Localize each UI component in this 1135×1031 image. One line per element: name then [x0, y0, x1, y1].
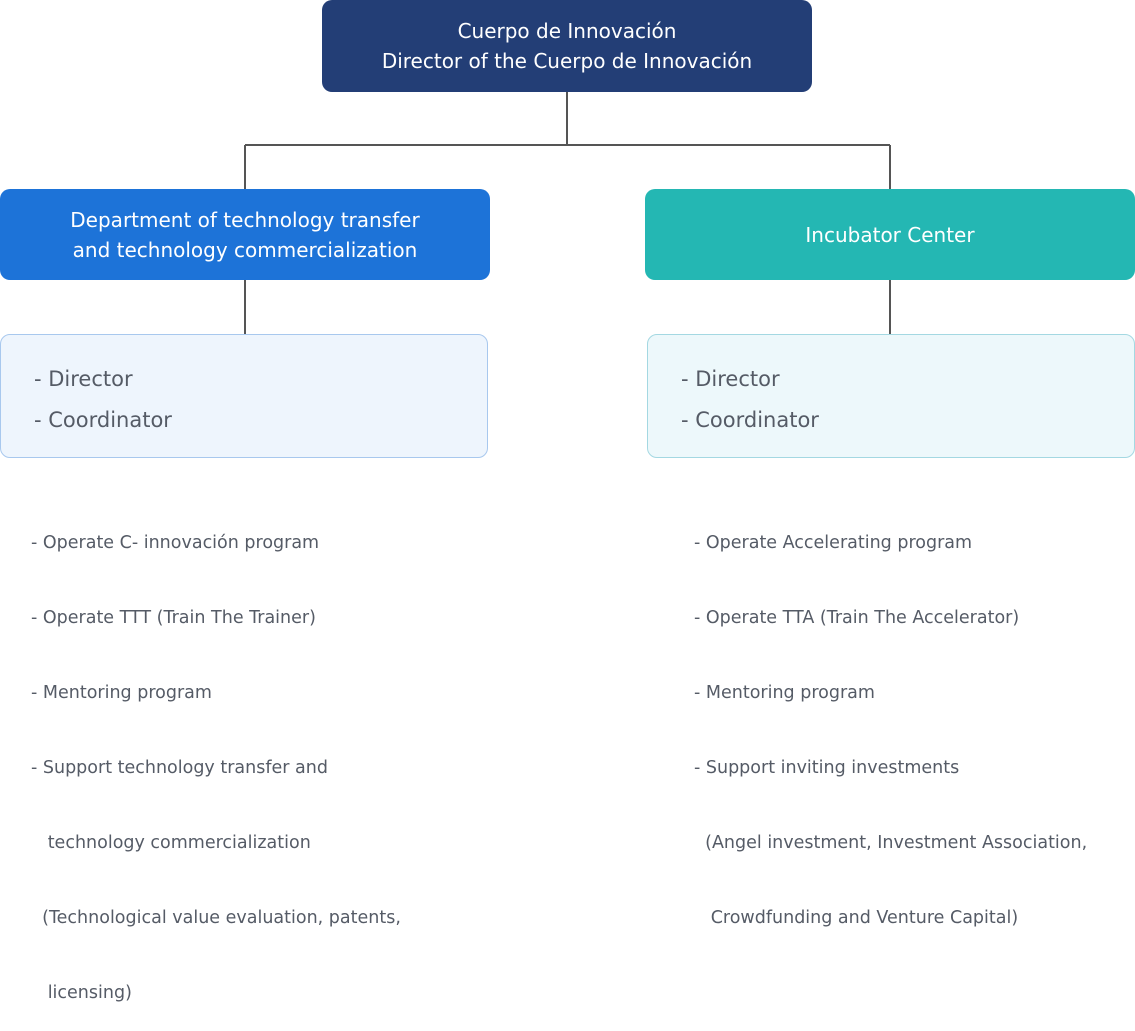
incubator-role-director: - Director: [681, 367, 780, 391]
department-activity: - Operate C- innovación program: [31, 533, 320, 553]
department-title-line1: Department of technology transfer: [70, 207, 420, 232]
incubator-roles-box: - Director - Coordinator: [647, 334, 1135, 458]
incubator-node: Incubator Center: [645, 189, 1135, 280]
incubator-activity: - Mentoring program: [694, 683, 875, 703]
incubator-activity: - Support inviting investments: [694, 758, 960, 778]
incubator-activities: - Operate Accelerating program - Operate…: [694, 481, 1087, 956]
department-activity: (Technological value evaluation, patents…: [31, 908, 401, 928]
department-role-director: - Director: [34, 367, 133, 391]
connector-lines: [244, 92, 891, 334]
incubator-activity: - Operate Accelerating program: [694, 533, 973, 553]
department-activities: - Operate C- innovación program - Operat…: [31, 481, 401, 1031]
top-node-title: Cuerpo de Innovación: [457, 19, 677, 43]
top-node: Cuerpo de Innovación Director of the Cue…: [322, 0, 812, 92]
department-title-line2: and technology commercialization: [72, 237, 418, 262]
department-node: Department of technology transfer and te…: [0, 189, 490, 280]
department-activity: - Support technology transfer and: [31, 758, 328, 778]
incubator-title: Incubator Center: [805, 222, 975, 247]
department-activity: - Operate TTT (Train The Trainer): [31, 608, 316, 628]
incubator-activity: (Angel investment, Investment Associatio…: [694, 833, 1088, 853]
department-activity: licensing): [31, 983, 132, 1003]
department-roles-box: - Director - Coordinator: [0, 334, 488, 458]
department-role-coordinator: - Coordinator: [34, 408, 172, 432]
incubator-activity: Crowdfunding and Venture Capital): [694, 908, 1019, 928]
top-node-subtitle: Director of the Cuerpo de Innovación: [381, 49, 753, 73]
department-activity: technology commercialization: [31, 833, 311, 853]
department-activity: - Mentoring program: [31, 683, 212, 703]
incubator-activity: - Operate TTA (Train The Accelerator): [694, 608, 1020, 628]
incubator-role-coordinator: - Coordinator: [681, 408, 819, 432]
